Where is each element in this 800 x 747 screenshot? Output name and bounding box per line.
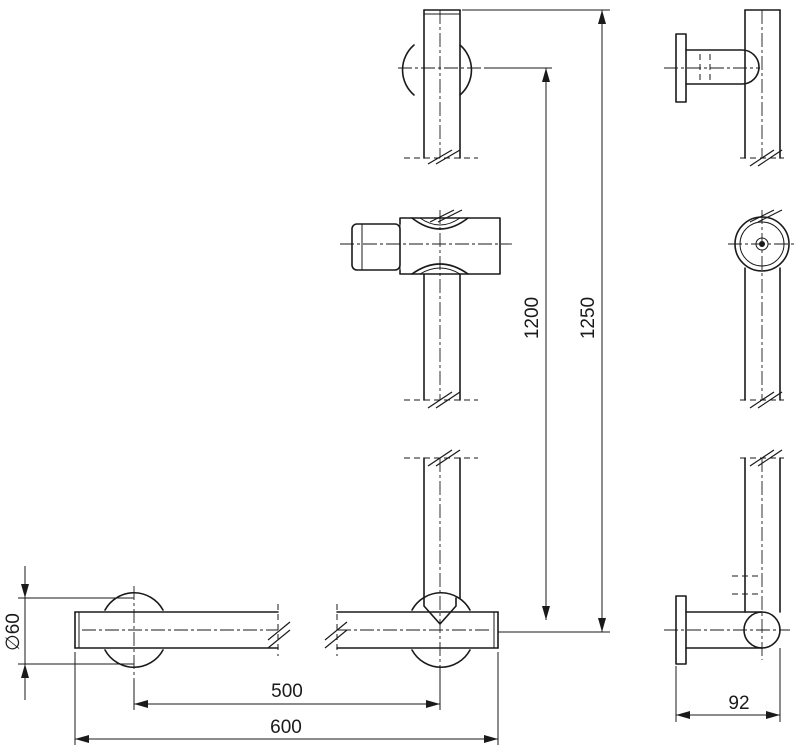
front-view-shower-slider xyxy=(340,209,512,409)
dimension-label-600: 600 xyxy=(270,717,302,738)
dimension-1250: 1250 xyxy=(462,9,610,633)
dimension-500: 500 xyxy=(133,665,441,710)
side-view-top-bracket xyxy=(664,9,784,167)
side-view-slider xyxy=(728,209,796,409)
dimension-label-92: 92 xyxy=(728,693,749,714)
front-view-lower-section xyxy=(404,449,478,665)
dimension-92: 92 xyxy=(675,648,781,722)
dimension-label-1200: 1200 xyxy=(522,297,543,339)
front-view-top-section xyxy=(398,9,484,165)
dimension-label-diameter: ∅60 xyxy=(3,613,24,651)
dimension-1200: 1200 xyxy=(484,67,552,620)
dimension-label-1250: 1250 xyxy=(578,297,599,339)
dimension-label-500: 500 xyxy=(271,681,303,702)
dimension-600: 600 xyxy=(74,652,499,745)
dimension-diameter: ∅60 xyxy=(3,566,134,700)
side-view-lower-bracket xyxy=(664,449,790,665)
front-view-horizontal-bar xyxy=(74,586,499,680)
